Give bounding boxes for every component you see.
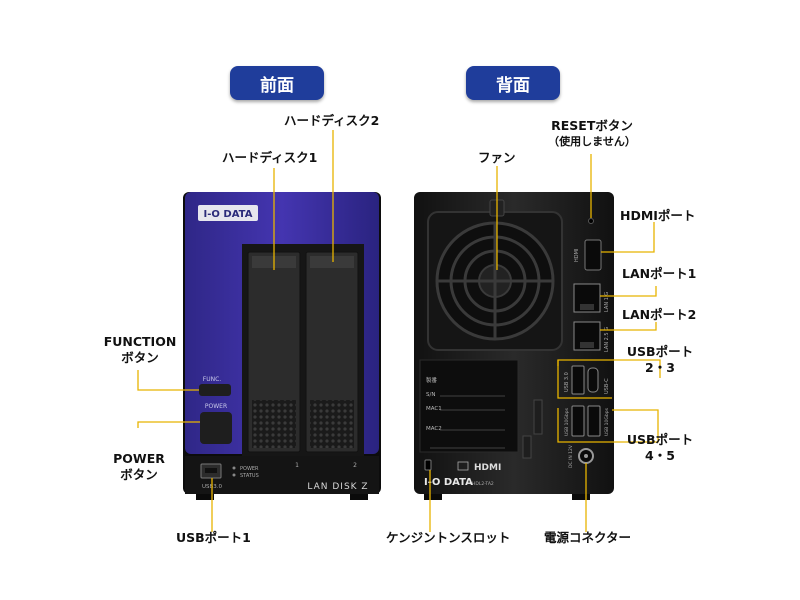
- usb-port-4[interactable]: [571, 405, 585, 437]
- label-reset-line1: RESETボタン: [551, 118, 633, 133]
- label-power-line2: ボタン: [120, 467, 158, 482]
- hdmi-port[interactable]: [584, 239, 602, 271]
- drive-tray-2[interactable]: [305, 251, 359, 453]
- function-button[interactable]: [199, 384, 231, 396]
- usb-port-2[interactable]: [571, 365, 585, 395]
- label-kensington: ケンジントンスロット: [386, 530, 511, 545]
- reset-button[interactable]: [588, 218, 594, 224]
- label-usb23-line2: 2・3: [645, 360, 675, 375]
- back-header: 背面: [466, 66, 560, 100]
- status-led: [232, 473, 236, 477]
- svg-text:USB-C: USB-C: [604, 378, 610, 394]
- svg-text:DC IN 12V: DC IN 12V: [568, 444, 574, 468]
- svg-text:USB 3.0: USB 3.0: [564, 372, 570, 392]
- svg-text:MAC1: MAC1: [426, 406, 442, 412]
- label-usb23: USBポート 2・3: [620, 344, 700, 376]
- label-reset: RESETボタン （使用しません）: [540, 118, 644, 150]
- kensington-slot[interactable]: [424, 459, 432, 471]
- label-power: POWER ボタン: [104, 451, 174, 483]
- lan-port-2[interactable]: [573, 321, 601, 351]
- svg-text:製番: 製番: [426, 376, 438, 384]
- leader-power: [137, 421, 200, 428]
- leader-lan2: [600, 322, 657, 331]
- label-lan1: LANポート1: [622, 266, 697, 281]
- usb-port-5[interactable]: [587, 405, 601, 437]
- label-hdmi: HDMIポート: [620, 208, 696, 223]
- back-device: HDMI LAN 1 G LAN 2.5 G USB 3.0 USB-C USB…: [414, 192, 614, 500]
- leader-hdmi: [601, 222, 655, 253]
- svg-text:2: 2: [353, 462, 357, 469]
- label-usb45: USBポート 4・5: [620, 432, 700, 464]
- label-power-line1: POWER: [113, 451, 165, 466]
- svg-text:MAC2: MAC2: [426, 426, 442, 432]
- label-usb45-line1: USBポート: [626, 432, 694, 447]
- front-header: 前面: [230, 66, 324, 100]
- drive-tray-1[interactable]: [247, 251, 301, 453]
- hdmi-logo: HDMI: [474, 463, 501, 473]
- usb-port-3[interactable]: [587, 367, 599, 393]
- svg-text:HDMI: HDMI: [574, 249, 580, 262]
- svg-text:POWER: POWER: [240, 466, 259, 472]
- leader-lines: [137, 130, 661, 532]
- front-device: I-O DATA FUNC. POWER USB3.0 POWER STATUS…: [183, 192, 381, 500]
- label-usb45-line2: 4・5: [645, 448, 675, 463]
- leader-function: [137, 370, 199, 391]
- power-button[interactable]: [200, 412, 232, 444]
- label-function: FUNCTION ボタン: [102, 334, 178, 366]
- svg-text:USB 10Gbps: USB 10Gbps: [564, 407, 570, 436]
- svg-text:LAN 2.5 G: LAN 2.5 G: [604, 327, 610, 352]
- leader-usb23-b: [557, 360, 612, 399]
- svg-text:S/N: S/N: [426, 392, 435, 398]
- label-power-connector: 電源コネクター: [544, 530, 632, 545]
- label-function-line1: FUNCTION: [103, 334, 177, 349]
- label-hdd2: ハードディスク2: [284, 113, 380, 128]
- svg-text:1: 1: [295, 462, 299, 469]
- power-led: [232, 466, 236, 470]
- back-brand: I-O DATA: [424, 477, 473, 488]
- label-usb1: USBポート1: [176, 530, 251, 545]
- info-sticker: [419, 359, 519, 453]
- svg-text:LAN 1 G: LAN 1 G: [604, 292, 610, 312]
- label-fan: ファン: [478, 150, 516, 165]
- svg-text:USB 10Gbps: USB 10Gbps: [604, 407, 610, 436]
- label-usb23-line1: USBポート: [626, 344, 694, 359]
- front-brand-plate: [198, 205, 258, 221]
- func-label: FUNC.: [203, 376, 222, 383]
- leader-lan1: [600, 286, 657, 297]
- svg-text:HDL2-TA2: HDL2-TA2: [472, 481, 494, 487]
- leader-usb45: [557, 408, 659, 443]
- svg-text:STATUS: STATUS: [240, 473, 259, 479]
- label-hdd1: ハードディスク1: [222, 150, 318, 165]
- model-name: LAN DISK Z: [307, 482, 368, 492]
- label-reset-line2: （使用しません）: [548, 135, 636, 148]
- label-function-line2: ボタン: [121, 350, 159, 365]
- label-lan2: LANポート2: [622, 307, 697, 322]
- power-label: POWER: [205, 403, 227, 410]
- front-brand-text: I-O DATA: [204, 209, 253, 220]
